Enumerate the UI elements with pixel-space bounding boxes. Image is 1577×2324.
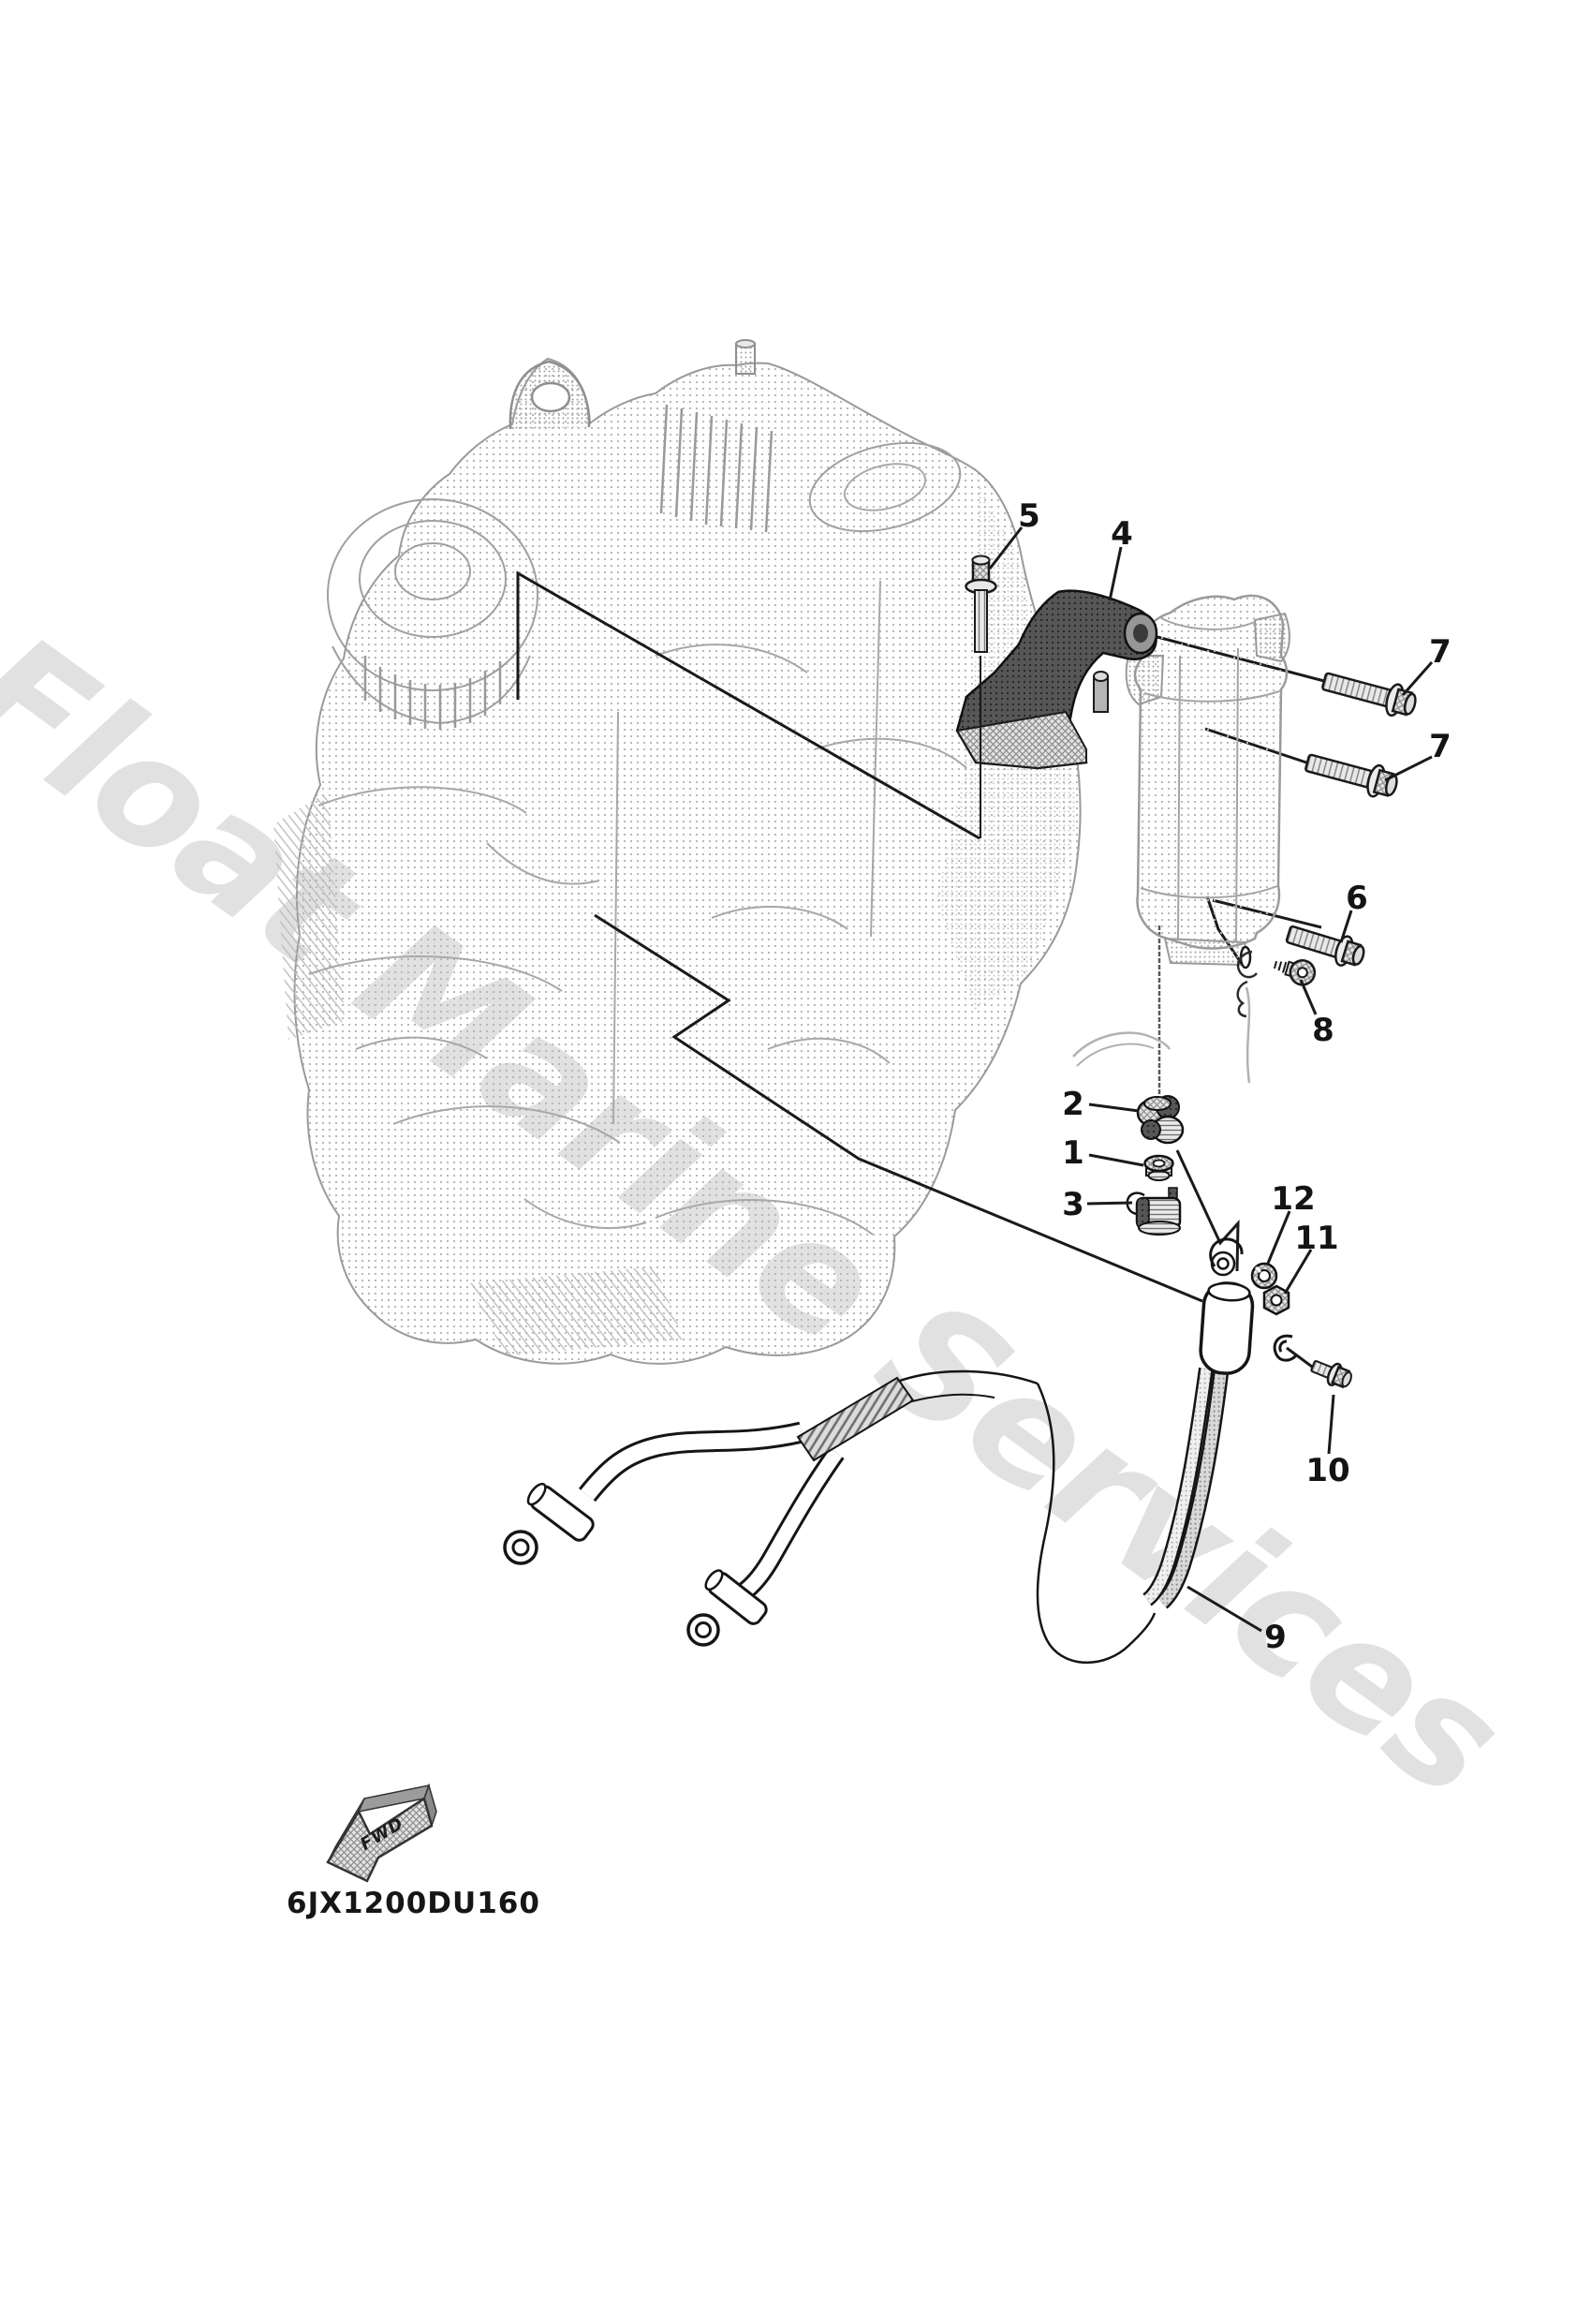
starter-wiring <box>1072 925 1251 1096</box>
leader-4 <box>1108 546 1123 601</box>
nut-part1 <box>1143 1154 1174 1181</box>
mounting-bracket-part4 <box>955 589 1158 770</box>
engine-shading-bottom <box>468 1266 684 1356</box>
leader-2 <box>1088 1103 1140 1113</box>
engine-detail-lines <box>308 580 967 1236</box>
bolt10-axis <box>1286 1346 1313 1369</box>
washer-part12 <box>1250 1262 1278 1290</box>
callout-10: 10 <box>1305 1452 1350 1489</box>
leader-9 <box>1186 1585 1262 1633</box>
cable-upper <box>503 1421 804 1565</box>
bolt-part5 <box>965 555 997 838</box>
clamp-part3 <box>1126 1187 1182 1236</box>
cable-loop-outline <box>1036 1383 1157 1665</box>
leader-7-lower <box>1384 755 1433 782</box>
terminal-pointer-line <box>1175 1149 1240 1272</box>
engine-block <box>273 339 1082 1365</box>
leader-12 <box>1265 1210 1291 1266</box>
cable-tape-wrap <box>796 1376 915 1462</box>
battery-cable-boot <box>1199 1281 1255 1375</box>
cable-clip <box>1236 950 1258 1018</box>
bolt-part7-upper <box>1321 672 1417 717</box>
nut-part11 <box>1262 1284 1290 1316</box>
bolt-part7-lower <box>1304 753 1398 798</box>
ring-gear-ribs <box>363 656 502 730</box>
screw-part8 <box>1239 945 1317 986</box>
bracket-base-plate <box>955 710 1087 770</box>
callout-3: 3 <box>1062 1186 1084 1223</box>
cable-bundle <box>1142 1367 1230 1609</box>
top-cover-boss <box>808 441 962 533</box>
leader-1 <box>1088 1153 1144 1167</box>
callout-11: 11 <box>1294 1220 1339 1257</box>
callout-leader-lines <box>988 526 1434 1633</box>
leader-3 <box>1086 1201 1133 1206</box>
bolt-part10 <box>1310 1360 1352 1389</box>
callout-7-upper: 7 <box>1429 633 1452 671</box>
bracket-stud <box>1093 671 1109 713</box>
callout-2: 2 <box>1062 1086 1084 1123</box>
callout-8: 8 <box>1312 1012 1334 1049</box>
starter-motor <box>1125 594 1290 967</box>
callout-12: 12 <box>1271 1180 1316 1218</box>
engine-shading-left <box>273 792 345 1040</box>
starter-ear-right <box>1253 612 1290 663</box>
starter-foot <box>1163 937 1247 967</box>
starter-ear-left <box>1125 655 1165 706</box>
cam-cover-ribs <box>659 404 774 533</box>
leader-8 <box>1299 979 1318 1015</box>
cable-ring-terminal-hook <box>1209 1237 1244 1277</box>
callout-4: 4 <box>1111 515 1133 553</box>
leader-10 <box>1327 1394 1335 1455</box>
cable-route-line <box>594 913 1203 1303</box>
cable-hook-lower <box>1273 1334 1298 1362</box>
callout-9: 9 <box>1264 1619 1287 1656</box>
fwd-arrow <box>326 1783 437 1883</box>
engine-top-stud <box>735 339 756 375</box>
callout-1: 1 <box>1062 1134 1084 1172</box>
terminal-part2 <box>1136 1095 1185 1145</box>
leader-11 <box>1283 1249 1313 1295</box>
mount-plane-line <box>516 570 980 840</box>
callout-7-lower: 7 <box>1429 728 1452 765</box>
callout-6: 6 <box>1346 880 1368 917</box>
cable-lower <box>686 1446 845 1647</box>
diagram-part-code: 6JX1200DU160 <box>287 1887 540 1920</box>
bolt-part6 <box>1285 925 1365 967</box>
battery-cables-part9 <box>503 1367 1230 1665</box>
leader-6 <box>1339 910 1353 943</box>
leader-5 <box>988 526 1024 570</box>
flywheel <box>327 498 538 725</box>
callout-5: 5 <box>1018 497 1040 535</box>
leader-7-upper <box>1401 661 1434 696</box>
